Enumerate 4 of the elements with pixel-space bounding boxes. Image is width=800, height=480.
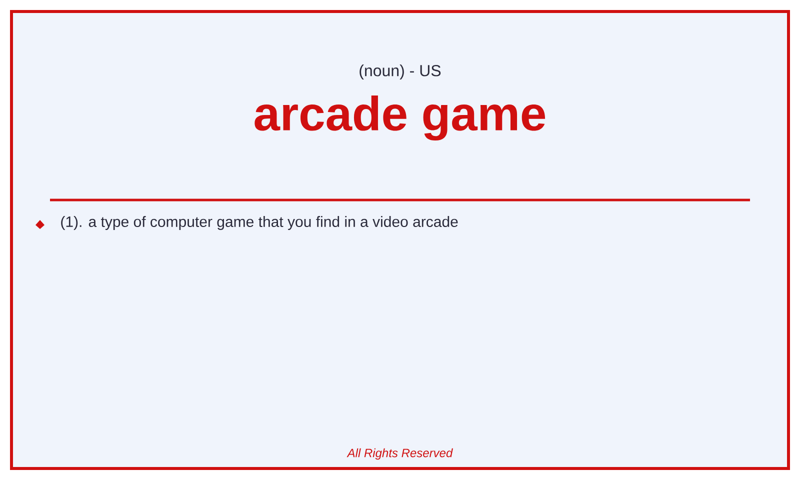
definition-text: (1). a type of computer game that you find in a video arcade xyxy=(61,216,458,230)
part-of-speech: (noun) - US xyxy=(360,64,441,80)
footer-text: All Rights Reserved xyxy=(346,448,453,460)
title: arcade game xyxy=(254,96,546,140)
